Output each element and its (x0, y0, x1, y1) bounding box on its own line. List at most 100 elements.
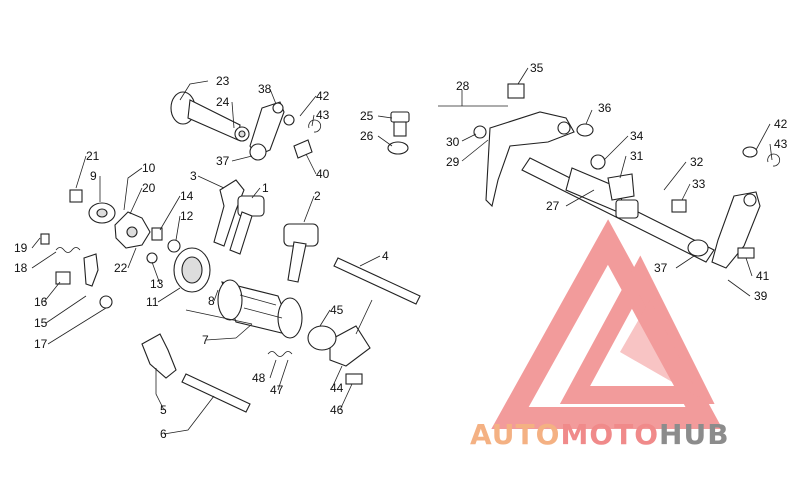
part-stopper-arm-15 (83, 253, 99, 287)
label-34: 34 (630, 129, 644, 143)
part-star-cam-10 (114, 211, 151, 249)
part-arm-31 (607, 173, 635, 201)
label-16: 16 (34, 295, 48, 309)
part-nut-13 (146, 252, 158, 264)
part-bolt-40 (293, 139, 313, 159)
part-shaft-4 (333, 257, 421, 305)
label-37: 37 (216, 154, 230, 168)
part-bolt-35 (507, 83, 525, 99)
label-22: 22 (114, 261, 128, 275)
label-39: 39 (754, 289, 768, 303)
label-28: 28 (456, 79, 470, 93)
label-30: 30 (446, 135, 460, 149)
part-spring-47 (267, 351, 293, 357)
part-screw-46 (345, 373, 363, 385)
label-29: 29 (446, 155, 460, 169)
label-23: 23 (216, 74, 230, 88)
label-24: 24 (216, 95, 230, 109)
label-14: 14 (180, 189, 194, 203)
part-ring-11 (173, 247, 211, 293)
label-44: 44 (330, 381, 344, 395)
label-7: 7 (202, 333, 209, 347)
label-35: 35 (530, 61, 544, 75)
part-fork-2 (283, 223, 319, 283)
part-gear-position-sensor-44 (329, 299, 373, 367)
label-38: 38 (258, 82, 272, 96)
label-43: 43 (774, 137, 788, 151)
part-fork-1 (229, 195, 265, 255)
label-45: 45 (330, 303, 344, 317)
part-seal-37b (687, 239, 709, 257)
label-11: 11 (146, 295, 159, 309)
part-washer-17 (99, 295, 113, 309)
part-clip-43b (767, 153, 781, 167)
label-31: 31 (630, 149, 644, 163)
part-arm-39 (711, 191, 761, 269)
part-bolt-16 (55, 271, 71, 285)
label-8: 8 (208, 294, 215, 308)
part-arm-38 (249, 101, 285, 161)
part-spring-18 (55, 247, 81, 253)
label-21: 21 (86, 149, 100, 163)
label-33: 33 (692, 177, 706, 191)
leader-lines (31, 67, 773, 435)
part-clip-43 (308, 119, 322, 133)
logo-auto: AUTO (470, 418, 560, 451)
label-42: 42 (774, 117, 788, 131)
part-pin-14 (151, 227, 163, 241)
label-40: 40 (316, 167, 330, 181)
part-shift-arm-28 (485, 111, 575, 208)
label-9: 9 (90, 169, 97, 183)
part-bolt-21 (69, 189, 83, 203)
label-27: 27 (546, 199, 560, 213)
label-43: 43 (316, 108, 330, 122)
part-washer-26 (387, 141, 409, 155)
label-37: 37 (654, 261, 668, 275)
part-shift-shaft-27 (521, 157, 715, 263)
part-bolt-41 (737, 247, 755, 259)
label-4: 4 (382, 249, 389, 263)
label-26: 26 (360, 129, 374, 143)
label-47: 47 (270, 383, 284, 397)
part-washer-34 (590, 154, 606, 170)
label-41: 41 (756, 269, 770, 283)
label-12: 12 (180, 209, 194, 223)
part-washer-36 (576, 123, 594, 137)
label-3: 3 (190, 169, 197, 183)
part-oring-45 (307, 325, 337, 351)
part-washer-12 (167, 239, 181, 253)
label-46: 46 (330, 403, 344, 417)
part-pin-19 (40, 233, 50, 245)
part-fork-3 (213, 179, 245, 247)
label-32: 32 (690, 155, 704, 169)
label-20: 20 (142, 181, 156, 195)
part-washer-42b (742, 146, 758, 158)
part-fork-5 (141, 333, 177, 379)
automotohub-logo (491, 219, 723, 429)
label-13: 13 (150, 277, 164, 291)
label-42: 42 (316, 89, 330, 103)
label-17: 17 (34, 337, 48, 351)
label-10: 10 (142, 161, 156, 175)
label-19: 19 (14, 241, 28, 255)
logo-text: AUTOMOTOHUB (470, 418, 730, 451)
part-clip-30 (473, 125, 487, 139)
label-36: 36 (598, 101, 612, 115)
label-48: 48 (252, 371, 266, 385)
label-5: 5 (160, 403, 167, 417)
part-shift-shaft-23 (170, 91, 250, 142)
part-shift-drum-8 (217, 279, 303, 339)
label-6: 6 (160, 427, 167, 441)
part-bolt-25 (390, 111, 410, 137)
label-1: 1 (262, 181, 269, 195)
logo-moto: MOTO (560, 418, 659, 451)
label-15: 15 (34, 316, 48, 330)
logo-hub: HUB (659, 418, 730, 451)
part-washer-42 (283, 114, 295, 126)
part-bolt-33 (671, 199, 687, 213)
label-25: 25 (360, 109, 374, 123)
part-shaft-6 (181, 373, 251, 413)
part-numbers: 23 24 38 42 43 25 26 37 40 21 9 10 20 3 … (14, 61, 788, 441)
